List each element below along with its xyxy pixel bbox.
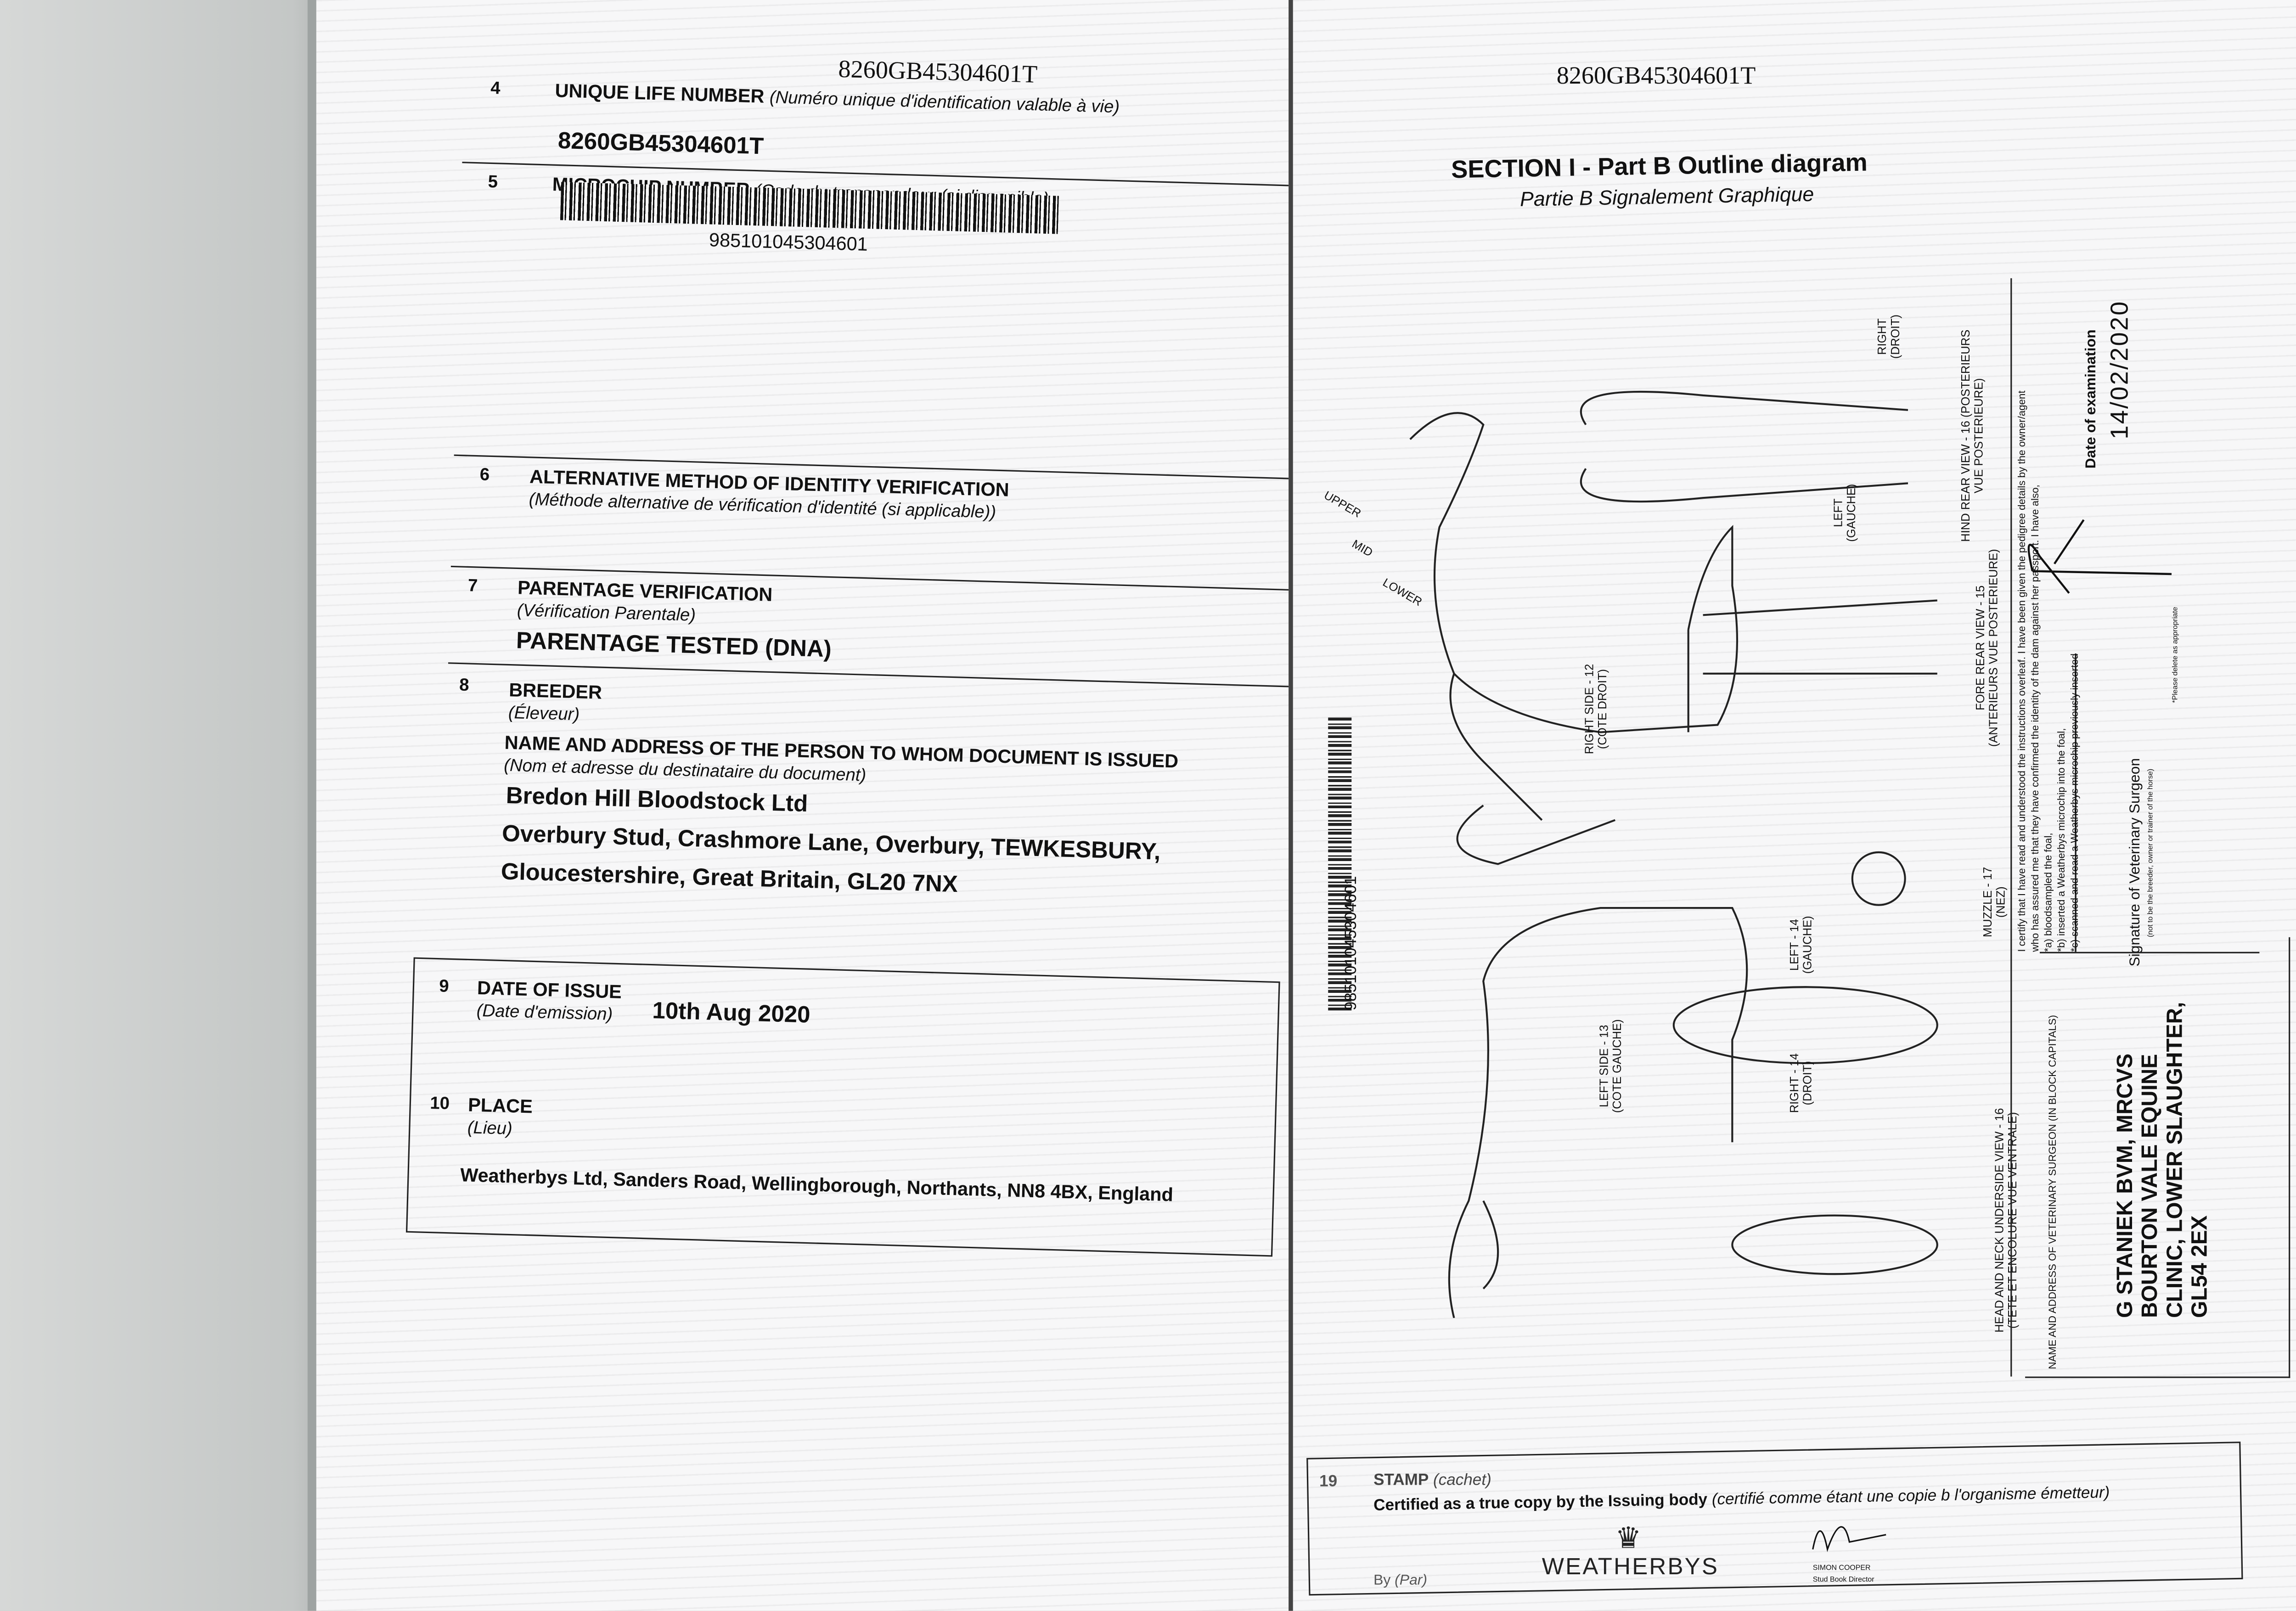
vet-box: [2025, 937, 2290, 1378]
label-head-neck: HEAD AND NECK UNDERSIDE VIEW - 16(TETE E…: [1992, 1108, 2020, 1333]
signature-note: (not to be the breeder, owner or trainer…: [2146, 768, 2155, 937]
label-left: LEFT(GAUCHE): [1832, 484, 1858, 542]
label-left-14: LEFT - 14(GAUCHE): [1788, 916, 1814, 974]
hind-rear-view-icon: [1580, 390, 1908, 503]
field-label: BREEDER: [508, 678, 602, 704]
divider: [2039, 952, 2260, 953]
label-fore-rear: FORE REAR VIEW - 15(ANTERIEURS VUE POSTE…: [1974, 549, 2000, 747]
field-label-fr: (Vérification Parentale): [517, 600, 696, 625]
field-number: 7: [467, 575, 478, 596]
field-number: 10: [429, 1093, 450, 1114]
field-label: PLACE: [467, 1093, 533, 1118]
unique-life-number: 8260GB45304601T: [557, 129, 764, 160]
breeder-address: Overbury Stud, Crashmore Lane, Overbury,…: [501, 822, 1161, 866]
field-number: 6: [479, 464, 490, 485]
director-signature: [1812, 1526, 1886, 1552]
fore-rear-view-icon: [1703, 599, 1937, 675]
horse-right-side-icon: [1409, 412, 1739, 821]
label-muzzle: MUZZLE - 17(NEZ): [1981, 867, 2008, 937]
section-subtitle: Partie B Signalement Graphique: [1519, 182, 1814, 211]
field-number: 4: [490, 77, 501, 99]
stamp-label: STAMP (cachet): [1373, 1471, 1491, 1490]
signatory-name: SIMON COOPER: [1812, 1564, 1871, 1573]
header-number: 8260GB45304601T: [1556, 61, 1756, 90]
muzzle-icon: [1851, 851, 1906, 906]
label-right-side: RIGHT SIDE - 12(COTE DROIT): [1583, 664, 1609, 755]
stamp-box: [1306, 1442, 2243, 1596]
date-of-examination: 14/02/2020: [2105, 300, 2134, 439]
label-right-14: RIGHT - 14(DROIT): [1788, 1053, 1814, 1113]
date-of-examination-label: Date of examination: [2083, 329, 2100, 469]
field-label: DATE OF ISSUE: [477, 976, 622, 1003]
right-page: 8260GB45304601T SECTION I - Part B Outli…: [1289, 0, 2296, 1611]
weatherbys-crest-icon: ♛: [1615, 1523, 1642, 1555]
head-top-icon: [1672, 986, 1938, 1065]
certification-text: I certify that I have read and understoo…: [2018, 390, 2081, 952]
field-label-fr: (Éleveur): [508, 702, 580, 725]
parentage-value: PARENTAGE TESTED (DNA): [516, 629, 832, 663]
weatherbys-logo: WEATHERBYS: [1542, 1555, 1719, 1580]
signature-label: Signature of Veterinary Surgeon: [2127, 758, 2144, 967]
microchip-number: 985101045304601: [709, 228, 868, 255]
signatory-title: Stud Book Director: [1812, 1576, 1874, 1585]
divider: [2010, 278, 2012, 1377]
label-right: RIGHT(DROIT): [1875, 314, 1902, 359]
label-left-side: LEFT SIDE - 13(COTE GAUCHE): [1597, 1019, 1624, 1113]
vet-signature: [2027, 519, 2172, 594]
breeder-address: Gloucestershire, Great Britain, GL20 7NX: [501, 860, 958, 898]
spine-barcode: [1328, 717, 1352, 1011]
tail-icon: [1456, 805, 1615, 865]
field-number: 8: [459, 674, 470, 695]
stamp-number: 19: [1319, 1473, 1338, 1491]
section-title: SECTION I - Part B Outline diagram: [1451, 148, 1868, 184]
left-page: 8260GB45304601T 4 UNIQUE LIFE NUMBER (Nu…: [307, 0, 1312, 1611]
field-number: 5: [488, 171, 498, 192]
field-number: 9: [439, 975, 450, 997]
issue-date: 10th Aug 2020: [652, 999, 811, 1029]
breeder-name: Bredon Hill Bloodstock Ltd: [506, 784, 808, 817]
field-label-fr: (Date d'emission): [476, 1000, 613, 1025]
horse-outline-diagram: [1409, 390, 1938, 1318]
by-label: By (Par): [1373, 1572, 1428, 1589]
horse-left-side-icon: [1448, 907, 1748, 1318]
head-underside-icon: [1731, 1214, 1938, 1275]
header-number: 8260GB45304601T: [838, 55, 1038, 89]
field-label-fr: (Lieu): [467, 1117, 513, 1139]
